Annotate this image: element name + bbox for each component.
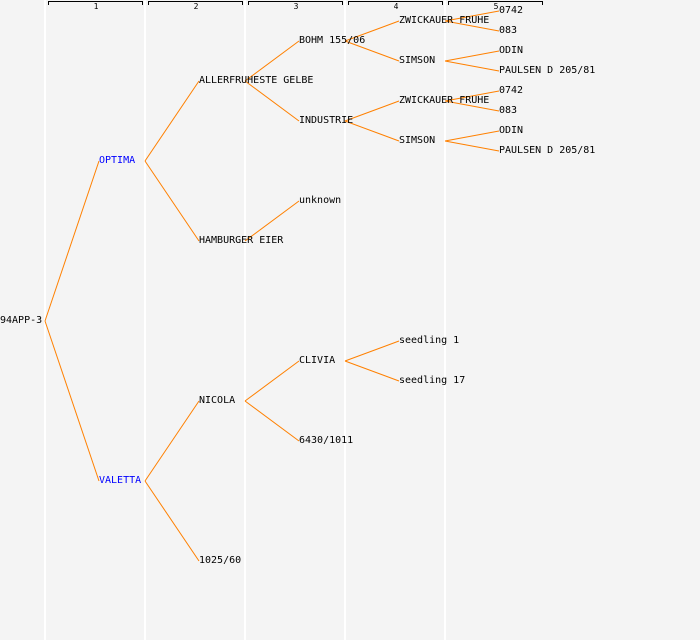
pedigree-node[interactable]: CLIVIA: [299, 355, 336, 366]
pedigree-node[interactable]: 083: [499, 25, 518, 36]
pedigree-link: [244, 200, 300, 242]
pedigree-link: [344, 120, 400, 142]
pedigree-node[interactable]: 1025/60: [199, 555, 242, 566]
pedigree-link: [344, 360, 400, 382]
generation-header-bracket: [248, 1, 343, 5]
pedigree-node[interactable]: PAULSEN D 205/81: [499, 65, 596, 76]
pedigree-node[interactable]: NICOLA: [199, 395, 236, 406]
pedigree-link: [44, 320, 100, 482]
pedigree-node[interactable]: OPTIMA: [99, 155, 136, 166]
pedigree-node[interactable]: unknown: [299, 195, 342, 206]
generation-number: 1: [93, 2, 99, 11]
pedigree-node[interactable]: 083: [499, 105, 518, 116]
pedigree-link: [444, 60, 500, 72]
pedigree-link: [244, 80, 300, 122]
pedigree-link: [444, 90, 500, 102]
pedigree-node[interactable]: seedling 1: [399, 335, 460, 346]
column-separator: [244, 0, 246, 640]
column-separator: [144, 0, 146, 640]
pedigree-link: [444, 140, 500, 152]
pedigree-link: [144, 400, 200, 482]
pedigree-node[interactable]: ALLERFRUHESTE GELBE: [199, 75, 314, 86]
pedigree-node[interactable]: BOHM 155/06: [299, 35, 366, 46]
pedigree-link: [444, 20, 500, 32]
pedigree-node[interactable]: HAMBURGER EIER: [199, 235, 284, 246]
generation-header-bracket: [48, 1, 143, 5]
pedigree-link: [244, 40, 300, 82]
pedigree-node[interactable]: VALETTA: [99, 475, 142, 486]
pedigree-link: [244, 400, 300, 442]
column-separator: [444, 0, 446, 640]
generation-number: 5: [493, 2, 499, 11]
pedigree-link: [344, 340, 400, 362]
pedigree-node[interactable]: 0742: [499, 5, 524, 16]
generation-header-bracket: [148, 1, 243, 5]
pedigree-node[interactable]: SIMSON: [399, 55, 436, 66]
pedigree-link: [344, 100, 400, 122]
pedigree-node[interactable]: seedling 17: [399, 375, 466, 386]
pedigree-node[interactable]: ODIN: [499, 45, 524, 56]
generation-header-bracket: [348, 1, 443, 5]
column-separator: [344, 0, 346, 640]
pedigree-link: [144, 80, 200, 162]
pedigree-node[interactable]: 94APP-3: [0, 315, 43, 326]
pedigree-node[interactable]: ZWICKAUER FRUHE: [399, 15, 490, 26]
pedigree-link: [144, 480, 200, 562]
pedigree-node[interactable]: ODIN: [499, 125, 524, 136]
generation-number: 2: [193, 2, 199, 11]
pedigree-node[interactable]: INDUSTRIE: [299, 115, 354, 126]
pedigree-link: [344, 20, 400, 42]
generation-number: 4: [393, 2, 399, 11]
pedigree-link: [444, 130, 500, 142]
pedigree-link: [444, 10, 500, 22]
pedigree-link: [244, 360, 300, 402]
pedigree-node[interactable]: PAULSEN D 205/81: [499, 145, 596, 156]
pedigree-node[interactable]: 0742: [499, 85, 524, 96]
generation-header-bracket: [448, 1, 543, 5]
pedigree-node[interactable]: SIMSON: [399, 135, 436, 146]
pedigree-link: [444, 50, 500, 62]
pedigree-link: [144, 160, 200, 242]
pedigree-node[interactable]: 6430/1011: [299, 435, 354, 446]
pedigree-link: [444, 100, 500, 112]
generation-number: 3: [293, 2, 299, 11]
pedigree-link: [44, 160, 100, 322]
pedigree-node[interactable]: ZWICKAUER FRUHE: [399, 95, 490, 106]
pedigree-link: [344, 40, 400, 62]
